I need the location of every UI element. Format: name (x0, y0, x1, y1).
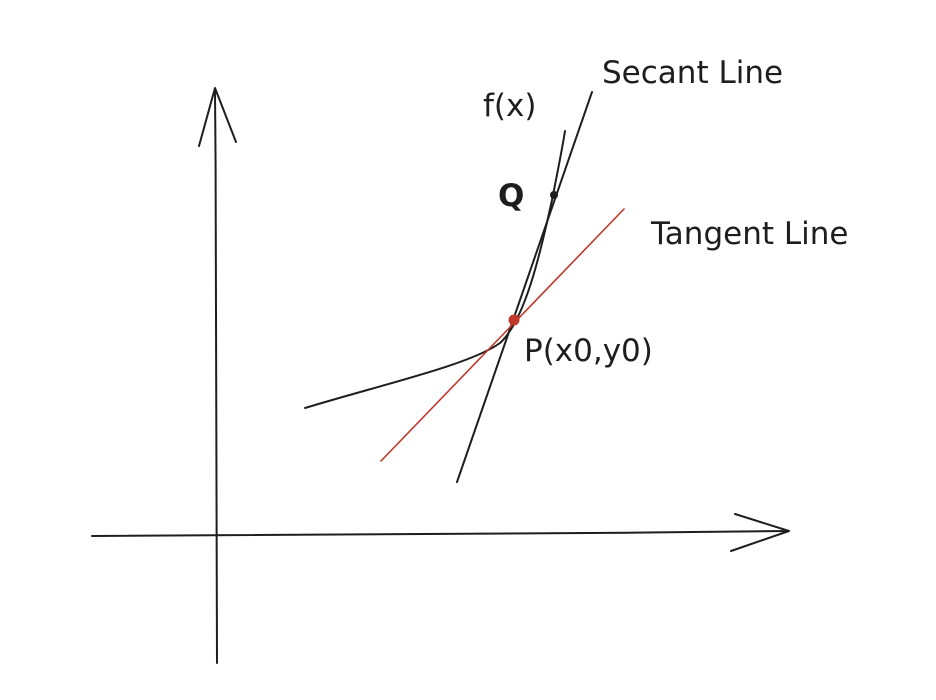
point-p-label: P(x0,y0) (524, 333, 653, 369)
point-q-marker (550, 191, 558, 199)
y-axis-arrowhead (198, 87, 237, 147)
point-q-label: Q (498, 178, 525, 214)
secant-line-label: Secant Line (602, 55, 784, 91)
tangent-line (380, 208, 625, 462)
secant-line (456, 91, 593, 483)
point-p-marker (508, 314, 520, 326)
tangent-line-label: Tangent Line (651, 216, 849, 252)
y-axis (214, 89, 218, 664)
x-axis (91, 530, 789, 537)
function-curve (304, 130, 566, 409)
function-label: f(x) (483, 88, 537, 124)
x-axis-arrowhead (730, 513, 790, 552)
